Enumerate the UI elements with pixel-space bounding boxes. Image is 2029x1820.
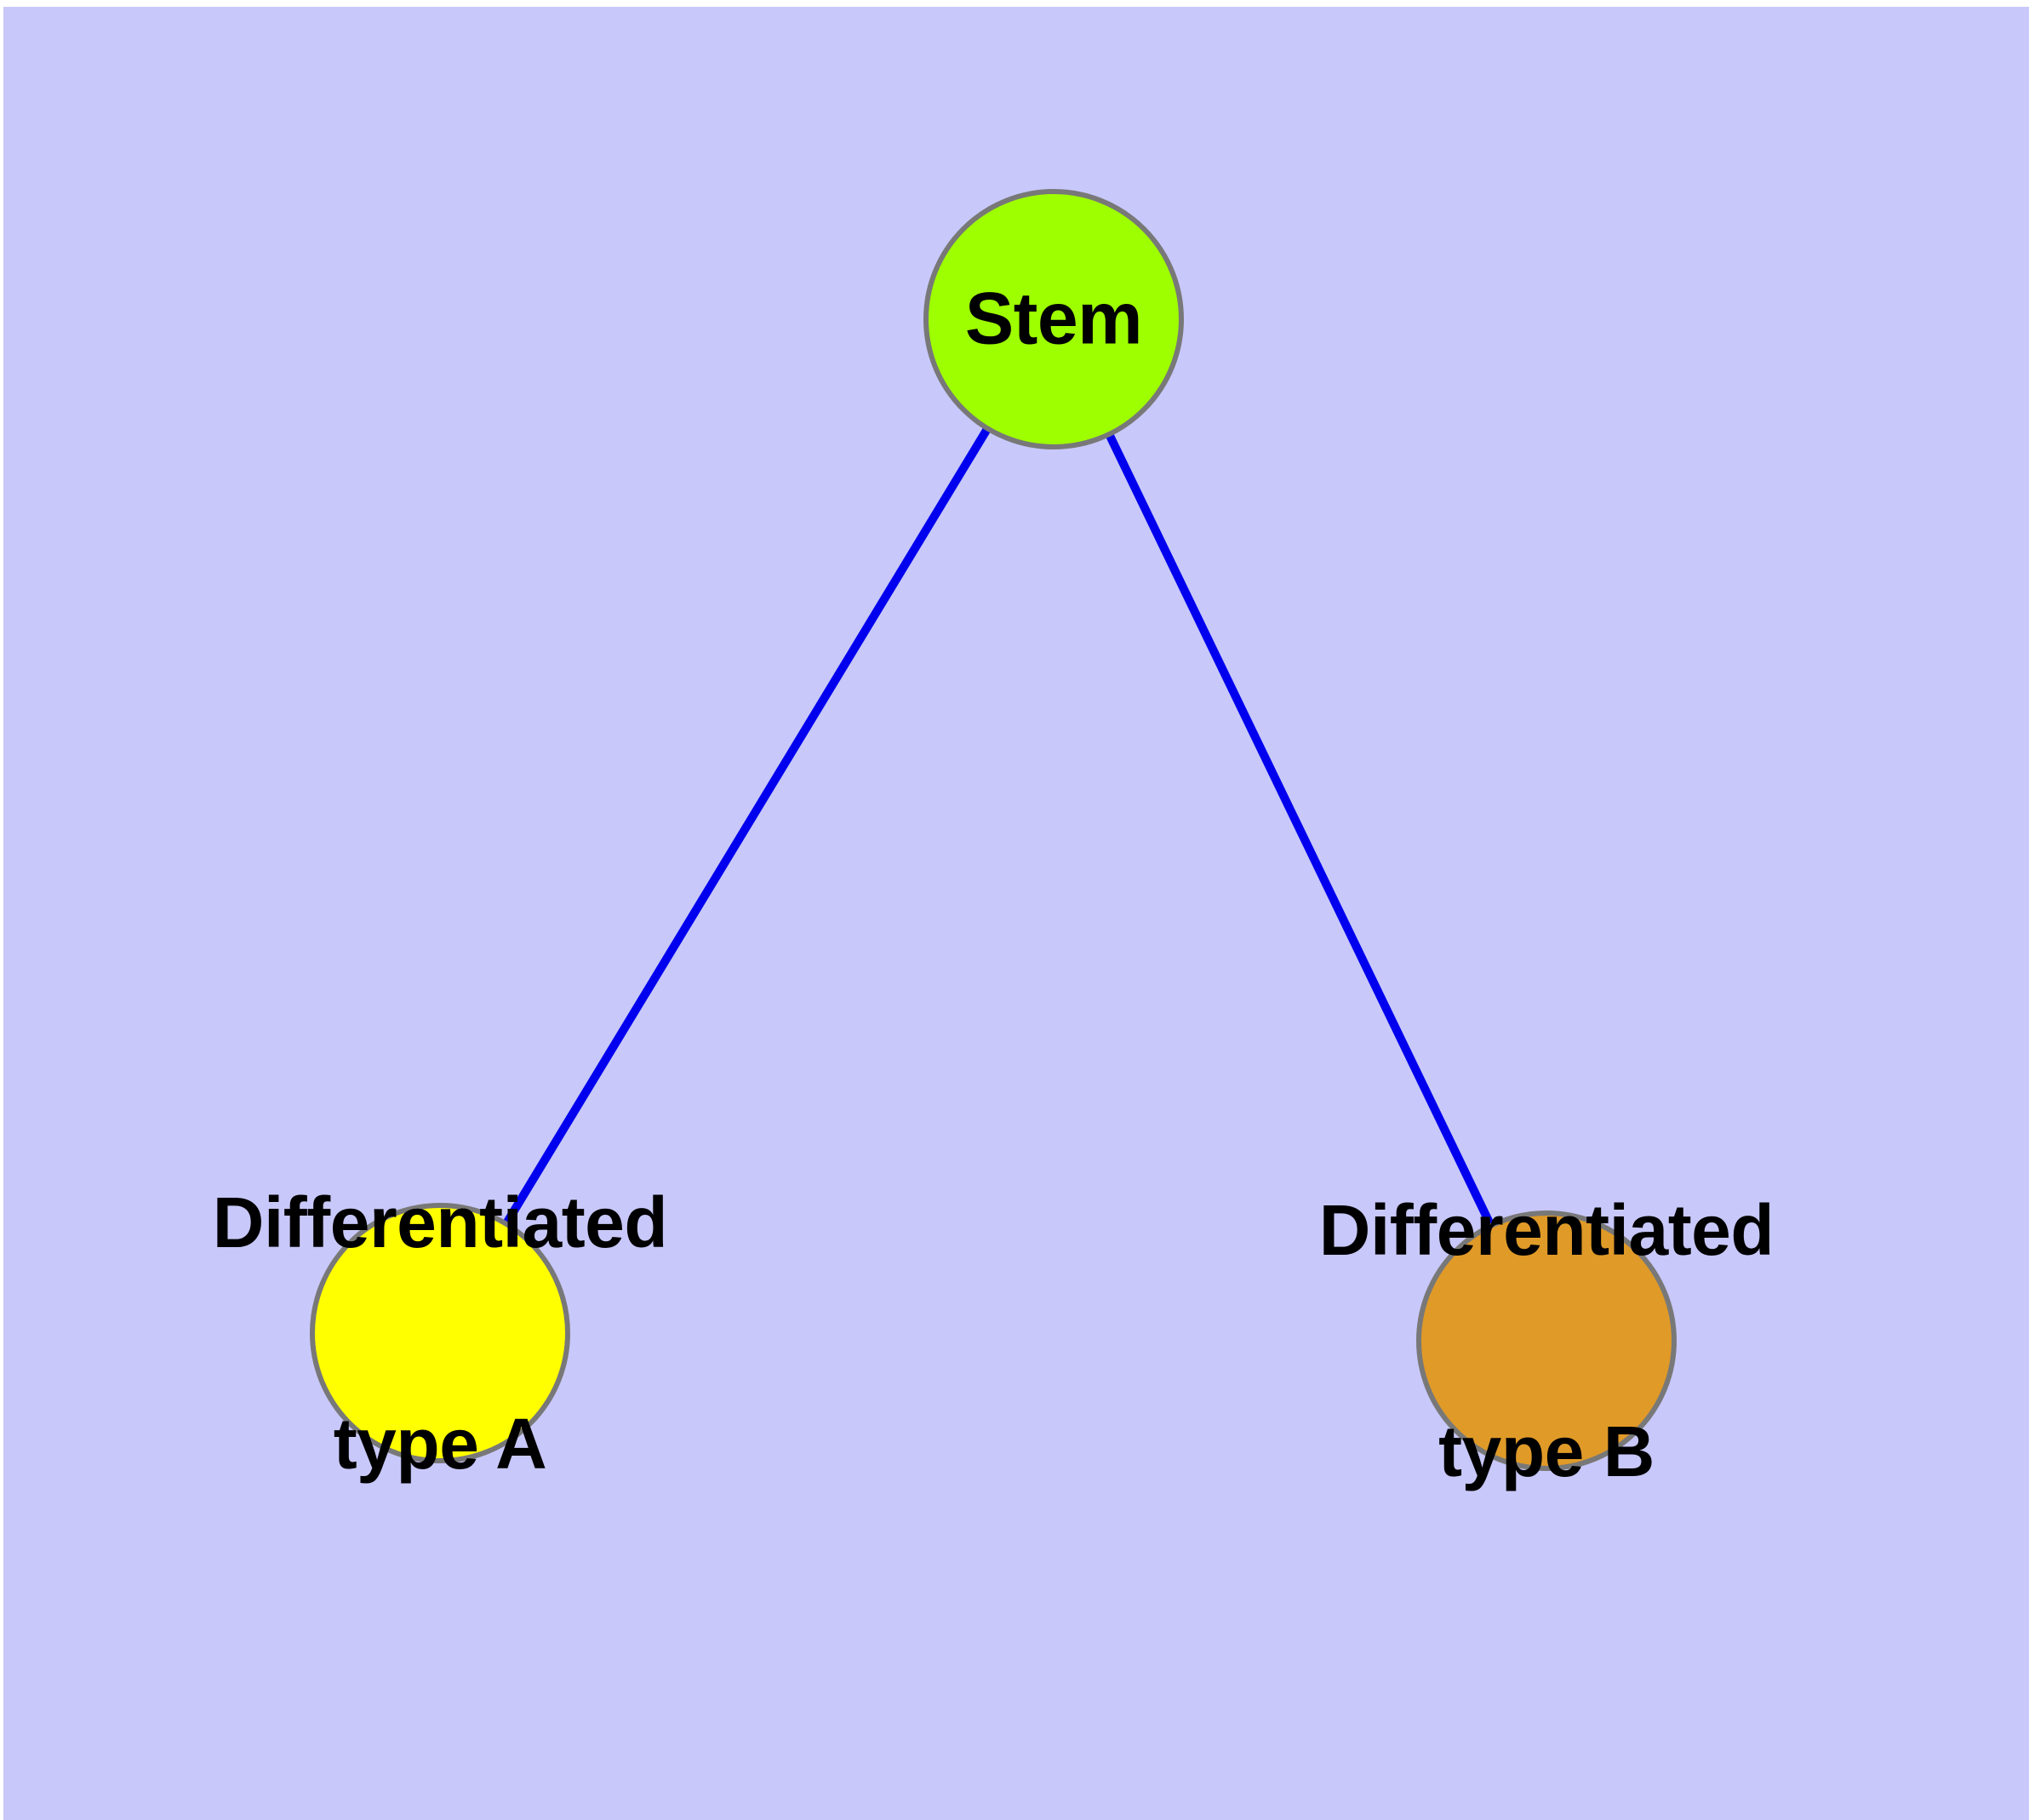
- node-differentiated-type-b[interactable]: [1416, 1210, 1677, 1471]
- node-differentiated-type-a[interactable]: [310, 1203, 570, 1463]
- edge-stem-to-differentiated-type-b[interactable]: [1049, 317, 1551, 1343]
- edge-stem-to-differentiated-type-a[interactable]: [436, 317, 1058, 1336]
- node-layer: [310, 189, 1677, 1471]
- node-stem[interactable]: [923, 189, 1184, 449]
- edge-layer: [436, 317, 1551, 1343]
